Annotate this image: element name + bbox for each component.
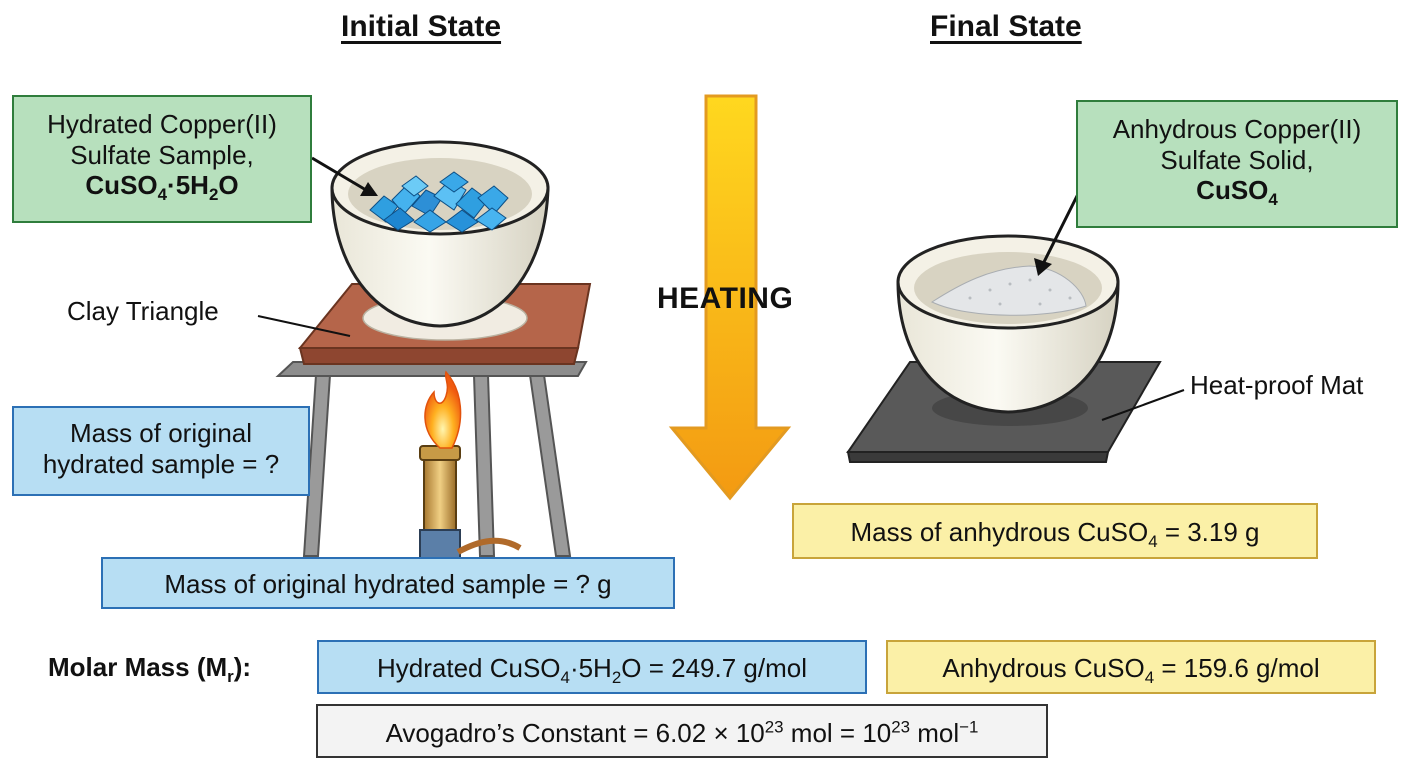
tripod-stand [275,361,588,557]
anhydrous-pointer-arrow [1034,189,1082,276]
avogadro-text: Avogadro’s Constant = 6.02 × 1023 mol = … [385,717,979,748]
bunsen-burner [419,445,522,561]
hydrated-line1: Hydrated Copper(II) [47,109,277,139]
clay-triangle-label: Clay Triangle [67,296,219,326]
anhydrous-formula: CuSO4 [1196,175,1278,210]
hydrated-molar-mass-text: Hydrated CuSO4·5H2O = 249.7 g/mol [377,653,807,688]
anhydrous-molar-mass-text: Anhydrous CuSO4 = 159.6 g/mol [942,653,1320,688]
molar-mass-label: Molar Mass (Mr): [48,652,252,687]
hydrated-pointer-arrow [311,156,378,196]
mass-anhydrous-box: Mass of anhydrous CuSO4 = 3.19 g [792,503,1318,559]
avogadro-constant-box: Avogadro’s Constant = 6.02 × 1023 mol = … [316,704,1048,758]
hydrated-molar-mass-box: Hydrated CuSO4·5H2O = 249.7 g/mol [317,640,867,694]
heat-proof-mat-label: Heat-proof Mat [1190,370,1364,400]
initial-state-title: Initial State [341,10,502,43]
mass-original-question-box: Mass of original hydrated sample = ? [12,406,310,496]
mat-pointer [1101,389,1185,421]
flame-icon [424,370,462,449]
hydrated-sample-label: Hydrated Copper(II) Sulfate Sample, CuSO… [12,95,312,223]
heating-label: HEATING [657,282,794,315]
anhydrous-line2: Sulfate Solid, [1160,144,1314,175]
mass-original-g-box: Mass of original hydrated sample = ? g [101,557,675,609]
clay-triangle-pointer [257,315,351,337]
white-powder [968,278,1072,306]
hydrated-formula: CuSO4·5H2O [85,170,239,205]
anhydrous-molar-mass-box: Anhydrous CuSO4 = 159.6 g/mol [886,640,1376,694]
final-state-title: Final State [930,10,1082,43]
anhydrous-line1: Anhydrous Copper(II) [1112,114,1362,144]
blue-crystals [369,171,509,233]
mass-original-line1: Mass of original [69,418,253,448]
heating-arrow-icon [668,94,792,501]
mass-original-g-text: Mass of original hydrated sample = ? g [164,569,612,599]
hydrated-line2: Sulfate Sample, [70,139,254,170]
crucible-anhydrous [896,234,1120,414]
mass-original-line2: hydrated sample = ? [42,448,280,479]
mass-anhydrous-text: Mass of anhydrous CuSO4 = 3.19 g [850,517,1260,552]
anhydrous-solid-label: Anhydrous Copper(II) Sulfate Solid, CuSO… [1076,100,1398,228]
